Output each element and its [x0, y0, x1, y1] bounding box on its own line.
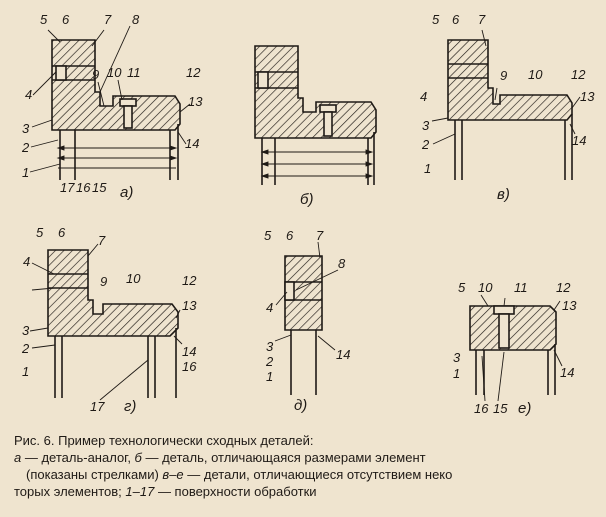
caption-text-b: — деталь, отличающаяся размерами элемент [141, 450, 426, 465]
label-f-11: 11 [514, 280, 528, 295]
label-a-16: 16 [76, 180, 91, 195]
panel-f-labels: 5 10 11 12 13 3 1 14 16 15 е) [453, 280, 577, 417]
label-a-5: 5 [40, 12, 48, 27]
panel-c-drawing [447, 39, 573, 180]
panel-b-drawing [254, 45, 377, 185]
caption-range: 1–17 [125, 484, 155, 499]
label-d-10: 10 [126, 271, 141, 286]
panel-e-labels: 5 6 7 8 4 3 2 1 14 д) [264, 228, 350, 414]
caption-text-surfaces: — поверхности обработки [154, 484, 317, 499]
label-c-4: 4 [420, 89, 427, 104]
caption-letter-b: б [134, 450, 142, 465]
caption-line-2: а — деталь-аналог, б — деталь, отличающа… [14, 449, 596, 466]
panel-d-drawing [47, 249, 179, 398]
label-a-10: 10 [107, 65, 122, 80]
panel-d-letter: г) [124, 398, 136, 415]
label-a-6: 6 [62, 12, 70, 27]
label-f-10: 10 [478, 280, 493, 295]
label-d-17: 17 [90, 399, 105, 414]
label-a-11: 11 [127, 65, 141, 80]
panel-e-letter: д) [294, 397, 307, 414]
label-d-16: 16 [182, 359, 197, 374]
label-a-15: 15 [92, 180, 107, 195]
label-c-14: 14 [572, 133, 586, 148]
label-d-2: 2 [21, 341, 30, 356]
label-f-16: 16 [474, 401, 489, 416]
label-a-13: 13 [188, 94, 203, 109]
label-e-14: 14 [336, 347, 350, 362]
label-c-7: 7 [478, 12, 486, 27]
label-d-1: 1 [22, 364, 29, 379]
panel-b-letter: б) [300, 191, 313, 208]
label-d-6: 6 [58, 225, 66, 240]
caption-letter-a: а [14, 450, 22, 465]
label-f-1: 1 [453, 366, 460, 381]
label-f-5: 5 [458, 280, 466, 295]
label-c-2: 2 [421, 137, 430, 152]
label-e-6: 6 [286, 228, 294, 243]
label-e-8: 8 [338, 256, 346, 271]
label-c-6: 6 [452, 12, 460, 27]
label-a-12: 12 [186, 65, 201, 80]
label-c-5: 5 [432, 12, 440, 27]
caption-text-a: — деталь-аналог, [21, 450, 135, 465]
label-c-12: 12 [571, 67, 586, 82]
label-c-13: 13 [580, 89, 595, 104]
label-e-3: 3 [266, 339, 274, 354]
caption-text-c-f: — детали, отличающиеся отсутствием неко [183, 467, 453, 482]
label-a-9: 9 [92, 67, 99, 82]
panel-a-drawing [51, 39, 181, 180]
caption-line-4: торых элементов; 1–17 — поверхности обра… [14, 483, 596, 500]
panel-e-drawing [284, 255, 323, 395]
label-a-7: 7 [104, 12, 112, 27]
panel-f-drawing [469, 305, 557, 395]
label-e-4: 4 [266, 300, 273, 315]
caption-text-some: торых элементов; [14, 484, 126, 499]
label-f-14: 14 [560, 365, 574, 380]
label-d-13: 13 [182, 298, 197, 313]
caption-text-arrows: (показаны стрелками) [26, 467, 163, 482]
panel-f-letter: е) [518, 400, 531, 417]
label-e-5: 5 [264, 228, 272, 243]
label-a-2: 2 [21, 140, 30, 155]
label-f-13: 13 [562, 298, 577, 313]
label-e-1: 1 [266, 369, 273, 384]
label-c-1: 1 [424, 161, 431, 176]
figure-diagram: 5 6 7 8 4 9 10 11 12 13 3 2 14 1 17 16 1… [21, 12, 595, 417]
panel-c-letter: в) [497, 186, 510, 203]
label-d-3: 3 [22, 323, 30, 338]
label-d-5: 5 [36, 225, 44, 240]
label-c-3: 3 [422, 118, 430, 133]
label-a-4: 4 [25, 87, 32, 102]
panel-a-letter: а) [120, 184, 133, 201]
label-d-9: 9 [100, 274, 107, 289]
label-e-2: 2 [265, 354, 274, 369]
figure-caption: Рис. 6. Пример технологически сходных де… [14, 432, 596, 500]
label-c-10: 10 [528, 67, 543, 82]
label-d-4: 4 [23, 254, 30, 269]
caption-line-3: (показаны стрелками) в–е — детали, отлич… [14, 466, 596, 483]
panel-c-labels: 5 6 7 4 9 10 12 13 3 2 14 1 в) [420, 12, 595, 203]
panel-a-labels: 5 6 7 8 4 9 10 11 12 13 3 2 14 1 17 16 1… [21, 12, 203, 201]
label-a-8: 8 [132, 12, 140, 27]
label-a-1: 1 [22, 165, 29, 180]
label-d-7: 7 [98, 233, 106, 248]
caption-letters-c-f: в–е [162, 467, 184, 482]
label-f-15: 15 [493, 401, 508, 416]
label-a-17: 17 [60, 180, 75, 195]
caption-title: Рис. 6. Пример технологически сходных де… [14, 433, 314, 448]
label-f-3: 3 [453, 350, 461, 365]
label-f-12: 12 [556, 280, 571, 295]
label-d-14: 14 [182, 344, 196, 359]
panel-d-labels: 5 6 7 4 9 10 12 13 3 2 14 16 1 17 г) [21, 225, 197, 415]
label-a-3: 3 [22, 121, 30, 136]
caption-line-1: Рис. 6. Пример технологически сходных де… [14, 432, 596, 449]
label-d-12: 12 [182, 273, 197, 288]
label-c-9: 9 [500, 68, 507, 83]
label-e-7: 7 [316, 228, 324, 243]
label-a-14: 14 [185, 136, 199, 151]
